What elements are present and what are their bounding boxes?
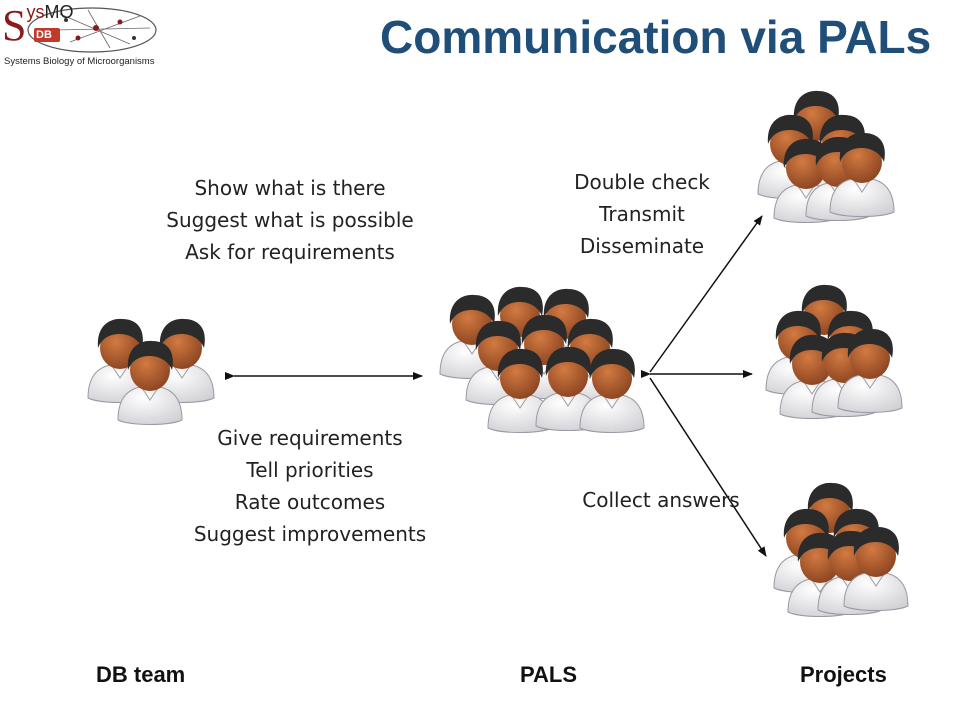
label-db-team: DB team [96,662,186,687]
db-team-people-icon [87,318,215,425]
arrow-pals-project-top [649,215,763,373]
right-bottom-text: Collect answers [566,484,756,516]
right-bottom-line-1: Collect answers [582,488,740,512]
left-bottom-line-3: Rate outcomes [234,490,386,514]
left-bottom-text: Give requirements Tell priorities Rate o… [160,422,460,550]
pals-people-icon [439,286,645,433]
left-top-line-3: Ask for requirements [185,240,395,264]
right-top-line-1: Double check [574,170,710,194]
project-group-bottom-icon [773,482,909,617]
right-top-text: Double check Transmit Disseminate [552,166,732,262]
left-bottom-line-1: Give requirements [217,426,403,450]
logo-letters-ys: ys [26,2,45,22]
project-group-middle-icon [765,284,903,419]
left-top-line-2: Suggest what is possible [166,208,414,232]
left-bottom-line-2: Tell priorities [246,458,374,482]
project-group-top-icon [757,90,895,223]
page-title: Communication via PALs [380,11,932,63]
logo-db-badge: DB [36,29,52,41]
label-pals: PALS [520,662,578,687]
logo-tagline: Systems Biology of Microorganisms [4,56,155,67]
logo-network-icon [27,7,157,53]
logo-brand: SysMO [2,0,73,51]
left-bottom-line-4: Suggest improvements [193,522,427,546]
logo-letter-s: S [2,1,27,50]
left-top-text: Show what is there Suggest what is possi… [140,172,440,268]
logo-letters-mo: MO [44,2,74,22]
right-top-line-2: Transmit [599,202,685,226]
right-top-line-3: Disseminate [579,234,705,258]
left-top-line-1: Show what is there [194,176,386,200]
label-projects: Projects [800,662,887,687]
arrow-pals-project-bottom [649,377,767,557]
